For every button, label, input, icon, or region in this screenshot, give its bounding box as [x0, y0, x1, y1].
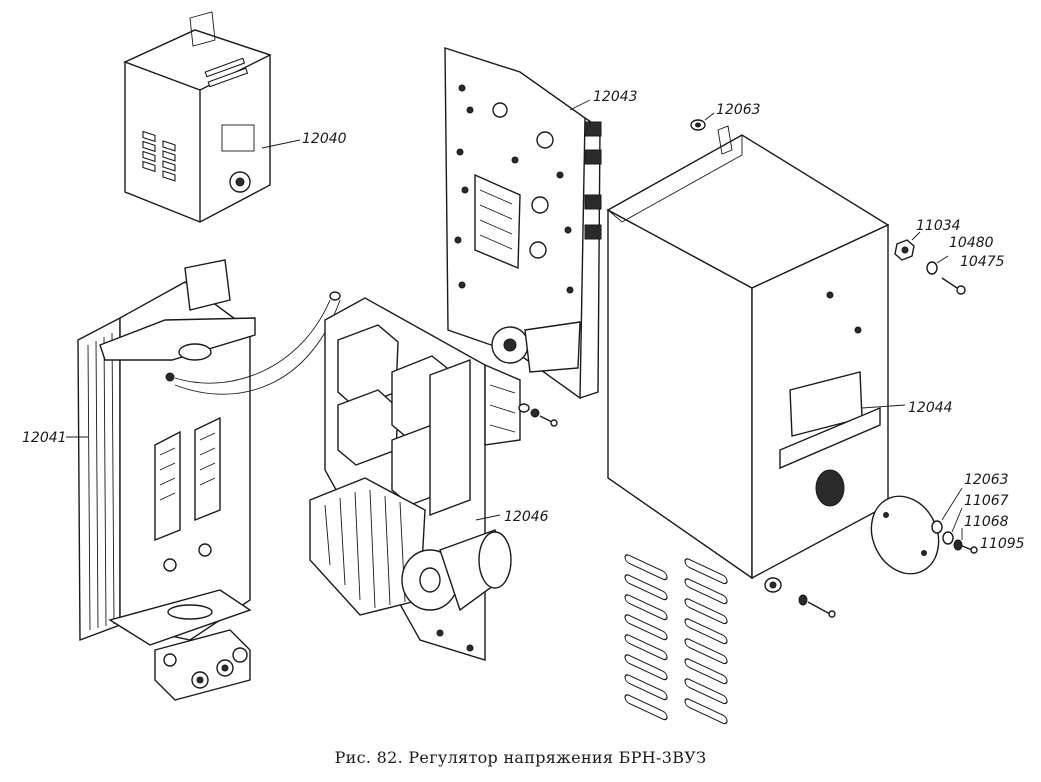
- chassis-fins: [87, 332, 115, 631]
- part-12040-small-cover: [123, 11, 301, 223]
- label-12040: 12040: [302, 131, 347, 147]
- label-12041: 12041: [22, 430, 67, 446]
- part-labels: 12040 12043 12063 11034 10480 10475 1204…: [22, 89, 1025, 552]
- transformer-drum: [401, 529, 512, 612]
- screw-washer-set: [518, 403, 558, 427]
- washer-12063-top: [690, 112, 715, 131]
- label-12063-top: 12063: [716, 102, 761, 118]
- label-12046: 12046: [504, 509, 549, 525]
- vent-slots: [142, 57, 249, 182]
- nut-11034: [894, 231, 921, 261]
- washer-11067: [942, 507, 963, 545]
- side-connectors: [584, 121, 602, 240]
- potentiometer: [491, 321, 581, 373]
- screw-10475: [941, 277, 966, 295]
- nut-bottom: [764, 577, 836, 618]
- label-11068: 11068: [964, 514, 1009, 530]
- part-12044-large-cover: [606, 125, 906, 725]
- label-11095: 11095: [980, 536, 1025, 552]
- washer-10480: [926, 255, 949, 275]
- part-12041-left-chassis: [66, 259, 256, 701]
- screw-11095: [959, 544, 978, 554]
- label-10480: 10480: [949, 235, 994, 251]
- label-12043: 12043: [593, 89, 638, 105]
- terminal-block: [474, 173, 521, 270]
- label-11034: 11034: [916, 218, 961, 234]
- part-12046-regulator-assembly: [309, 297, 558, 661]
- label-10475: 10475: [960, 254, 1005, 270]
- part-12043-panel-board: [444, 47, 602, 400]
- connector-plugs: [154, 629, 251, 701]
- board-holes: [454, 84, 574, 294]
- label-12063-bottom: 12063: [964, 472, 1009, 488]
- figure-caption: Рис. 82. Регулятор напряжения БРН-3ВУЗ: [334, 748, 707, 767]
- exploded-view-drawing: 12040 12043 12063 11034 10480 10475 1204…: [22, 11, 1025, 725]
- washer-11068: [953, 528, 963, 551]
- label-11067: 11067: [964, 493, 1009, 509]
- relay-strips: [154, 416, 221, 542]
- cover-vent-slots: [624, 554, 728, 725]
- washer-12063-bottom: [931, 487, 963, 534]
- label-12044: 12044: [908, 400, 953, 416]
